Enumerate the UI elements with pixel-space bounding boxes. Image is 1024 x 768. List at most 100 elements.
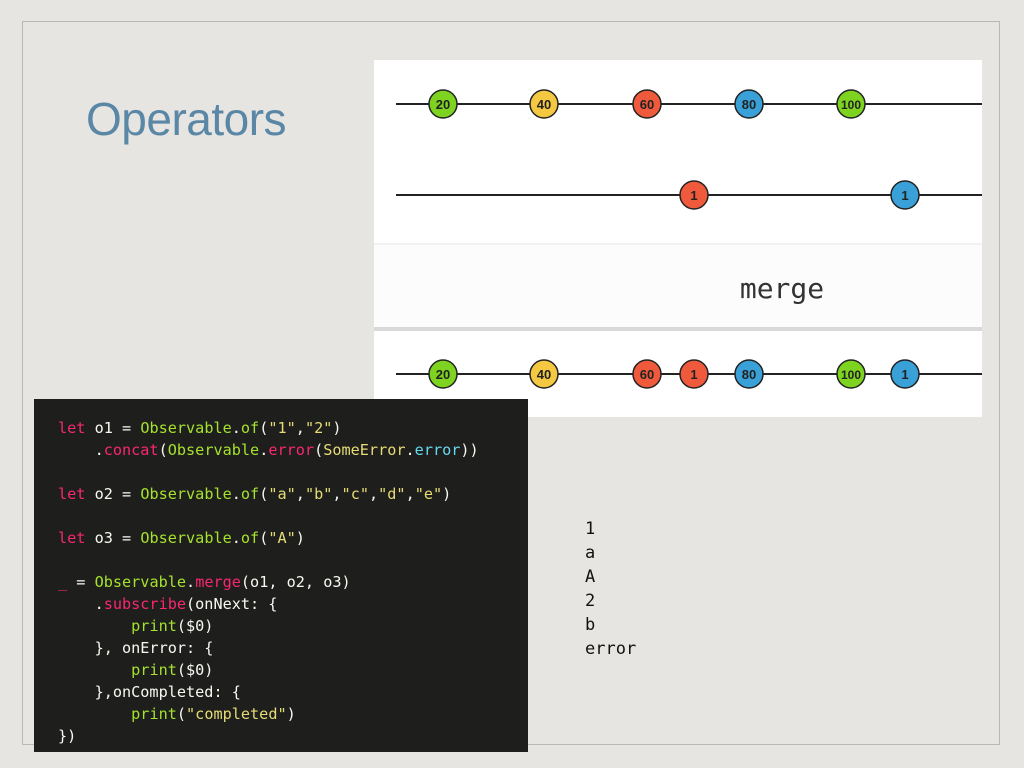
marble-label: 80 (742, 367, 756, 382)
code-line: _ = Observable.merge(o1, o2, o3) (58, 571, 528, 593)
code-token: , (405, 485, 415, 503)
code-token: , (368, 485, 379, 503)
code-token: ( (259, 419, 269, 437)
code-token: . (186, 573, 196, 591)
code-line: },onCompleted: { (58, 681, 528, 703)
code-token: let (58, 485, 86, 503)
output-marble: 40 (529, 359, 559, 389)
input-1-marble: 100 (836, 89, 866, 119)
marble-circle (890, 180, 920, 210)
marble-circle (632, 89, 662, 119)
input-1-marble: 80 (734, 89, 764, 119)
marble-label: 80 (742, 97, 756, 112)
marble-circle (632, 359, 662, 389)
code-token: ( (314, 441, 324, 459)
code-token: "d" (378, 485, 406, 503)
code-token: "c" (341, 485, 369, 503)
code-token: let (58, 529, 86, 547)
output-marble: 80 (734, 359, 764, 389)
marble-label: 100 (841, 368, 861, 382)
output-marble: 100 (836, 359, 866, 389)
code-token: ($0) (176, 617, 214, 635)
marble-circle (679, 180, 709, 210)
code-token: }, onError: { (58, 639, 214, 657)
code-token: Observable (140, 529, 232, 547)
code-token: ( (259, 485, 269, 503)
code-token: Observable (140, 485, 232, 503)
operator-box-shadow (374, 327, 982, 331)
code-line: print($0) (58, 659, 528, 681)
marble-label: 40 (537, 97, 551, 112)
output-line: a (585, 543, 596, 563)
marble-circle (734, 359, 764, 389)
code-token: print (131, 661, 177, 679)
marble-label: 60 (640, 367, 654, 382)
input-2-marble: 1 (679, 180, 709, 210)
code-token: ($0) (176, 661, 214, 679)
code-token: "b" (304, 485, 333, 503)
marble-label: 1 (901, 367, 908, 382)
code-token: . (231, 419, 241, 437)
code-token: o2 = (85, 485, 141, 503)
code-line: print("completed") (58, 703, 528, 725)
input-1-marble: 20 (428, 89, 458, 119)
code-token: "1" (268, 419, 296, 437)
code-token: merge (195, 573, 241, 591)
marble-label: 1 (690, 188, 697, 203)
marble-circle (428, 89, 458, 119)
code-token: "a" (268, 485, 296, 503)
code-token: , (295, 485, 305, 503)
marble-circle (529, 359, 559, 389)
output-marble: 1 (890, 359, 920, 389)
code-token: (o1, o2, o3) (240, 573, 351, 591)
code-line: let o2 = Observable.of("a","b","c","d","… (58, 483, 528, 505)
code-line: .subscribe(onNext: { (58, 593, 528, 615)
code-token: Observable (140, 419, 232, 437)
code-token: "A" (268, 529, 296, 547)
code-token: . (259, 441, 269, 459)
marble-label: 1 (690, 367, 697, 382)
code-token: ( (158, 441, 168, 459)
code-line (58, 461, 528, 483)
input-1-marble: 60 (632, 89, 662, 119)
output-line: 1 (585, 519, 596, 539)
code-token: ( (259, 529, 269, 547)
output-line: b (585, 615, 596, 635)
output-marble: 60 (632, 359, 662, 389)
code-token: ) (286, 705, 296, 723)
code-token: of (240, 529, 260, 547)
code-line: let o3 = Observable.of("A") (58, 527, 528, 549)
marble-circle (428, 359, 458, 389)
marble-label: 20 (436, 97, 450, 112)
code-token: "2" (304, 419, 333, 437)
code-token: print (131, 617, 177, 635)
code-token: o3 = (85, 529, 141, 547)
marble-label: 60 (640, 97, 654, 112)
input-1-marble: 40 (529, 89, 559, 119)
code-line: let o1 = Observable.of("1","2") (58, 417, 528, 439)
code-block: let o1 = Observable.of("1","2") .concat(… (34, 399, 528, 752)
code-token (58, 617, 131, 635)
code-line (58, 549, 528, 571)
output-marble: 20 (428, 359, 458, 389)
code-token: )) (460, 441, 479, 459)
code-token: concat (103, 441, 159, 459)
code-token: . (231, 485, 241, 503)
operator-box (374, 244, 982, 329)
code-token: (onNext: { (186, 595, 278, 613)
output-stream-marbles: 20 40 60 1 80 100 1 (428, 359, 920, 389)
code-line: }) (58, 725, 528, 747)
input-2-marble: 1 (890, 180, 920, 210)
code-token (58, 661, 131, 679)
code-token: , (332, 485, 342, 503)
code-token: of (240, 485, 260, 503)
code-token: . (231, 529, 241, 547)
code-line: print($0) (58, 615, 528, 637)
code-token: SomeError (323, 441, 406, 459)
output-line: A (585, 567, 596, 587)
code-token: = (67, 573, 95, 591)
output-line: error (585, 639, 637, 659)
code-token: error (268, 441, 315, 459)
code-token: ) (295, 529, 305, 547)
